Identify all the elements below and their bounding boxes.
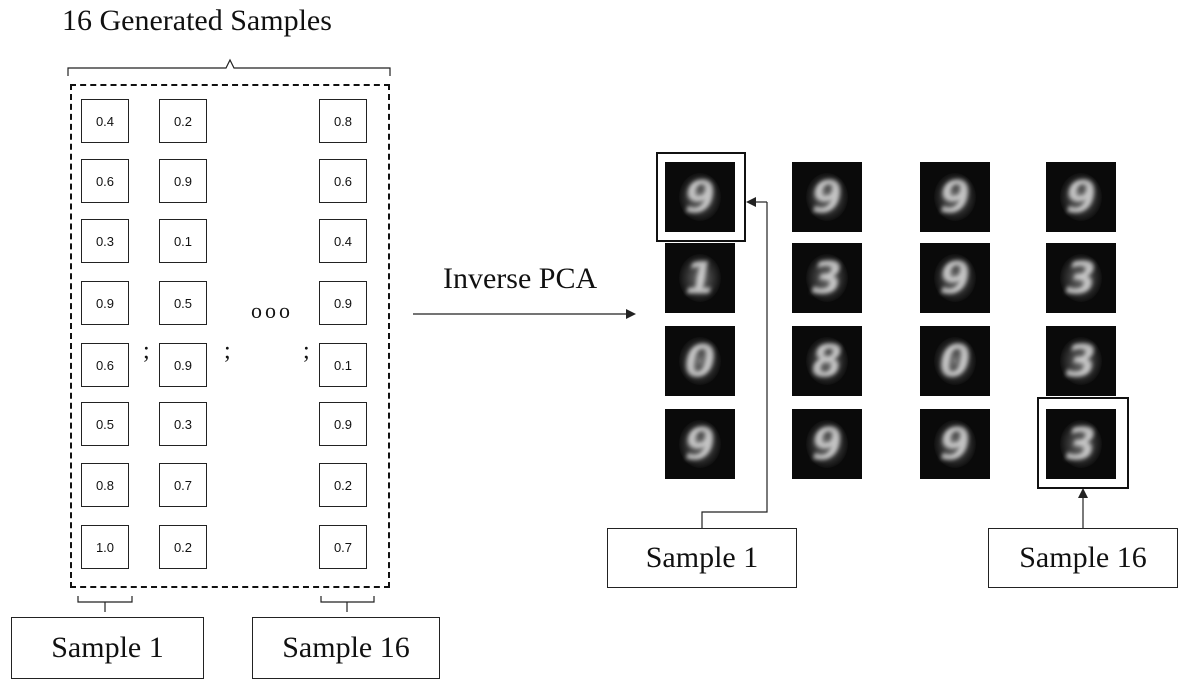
value-cell: 0.6 [81, 343, 129, 387]
generated-digit-image: 9 [920, 162, 990, 232]
diagram-title: 16 Generated Samples [62, 4, 332, 37]
generated-digit-image: 9 [665, 409, 735, 479]
value-cell: 0.5 [159, 281, 207, 325]
value-cell: 0.1 [319, 343, 367, 387]
svg-text:3: 3 [1061, 336, 1101, 387]
generated-digit-image: 3 [792, 243, 862, 313]
value-cell: 0.5 [81, 402, 129, 446]
generated-digit-image: 9 [665, 162, 735, 232]
generated-digit-image: 1 [665, 243, 735, 313]
value-cell: 0.4 [319, 219, 367, 263]
svg-text:9: 9 [807, 419, 847, 470]
generated-digit-image: 9 [1046, 162, 1116, 232]
inverse-pca-label: Inverse PCA [443, 262, 598, 295]
highlight-sample-16 [1037, 397, 1129, 489]
separator: ; [303, 338, 310, 364]
value-cell: 0.9 [159, 159, 207, 203]
svg-text:9: 9 [1061, 172, 1101, 223]
generated-digit-image: 9 [792, 409, 862, 479]
value-cell: 0.2 [159, 99, 207, 143]
generated-digit-image: 0 [920, 326, 990, 396]
generated-digit-image: 0 [665, 326, 735, 396]
svg-text:0: 0 [680, 336, 720, 387]
generated-digit-image: 3 [1046, 243, 1116, 313]
highlight-sample-1 [656, 152, 746, 242]
label-sample-16-right: Sample 16 [988, 528, 1178, 588]
value-cell: 0.9 [319, 402, 367, 446]
value-cell: 1.0 [81, 525, 129, 569]
value-cell: 0.4 [81, 99, 129, 143]
generated-digit-image: 3 [1046, 326, 1116, 396]
svg-text:9: 9 [807, 172, 847, 223]
label-sample-1-left: Sample 1 [11, 617, 204, 679]
value-cell: 0.9 [319, 281, 367, 325]
value-cell: 0.8 [319, 99, 367, 143]
ellipsis: ooo [251, 298, 293, 323]
generated-digit-image: 3 [1046, 409, 1116, 479]
value-cell: 0.7 [319, 525, 367, 569]
value-cell: 0.8 [81, 463, 129, 507]
separator: ; [143, 338, 150, 364]
svg-text:9: 9 [680, 419, 720, 470]
svg-text:0: 0 [935, 336, 975, 387]
value-cell: 0.9 [159, 343, 207, 387]
value-cell: 0.3 [159, 402, 207, 446]
svg-text:8: 8 [807, 336, 847, 387]
svg-text:9: 9 [935, 419, 975, 470]
value-cell: 0.6 [81, 159, 129, 203]
value-cell: 0.7 [159, 463, 207, 507]
svg-text:3: 3 [1061, 253, 1101, 304]
value-cell: 0.9 [81, 281, 129, 325]
samples-dashed-box [70, 84, 390, 588]
svg-text:9: 9 [935, 172, 975, 223]
label-sample-16-left: Sample 16 [252, 617, 440, 679]
separator: ; [224, 338, 231, 364]
svg-text:3: 3 [807, 253, 847, 304]
value-cell: 0.6 [319, 159, 367, 203]
value-cell: 0.2 [319, 463, 367, 507]
svg-text:9: 9 [935, 253, 975, 304]
generated-digit-image: 9 [920, 243, 990, 313]
value-cell: 0.3 [81, 219, 129, 263]
generated-digit-image: 9 [920, 409, 990, 479]
generated-digit-image: 9 [792, 162, 862, 232]
svg-text:1: 1 [680, 253, 720, 304]
generated-digit-image: 8 [792, 326, 862, 396]
label-sample-1-right: Sample 1 [607, 528, 797, 588]
value-cell: 0.1 [159, 219, 207, 263]
value-cell: 0.2 [159, 525, 207, 569]
